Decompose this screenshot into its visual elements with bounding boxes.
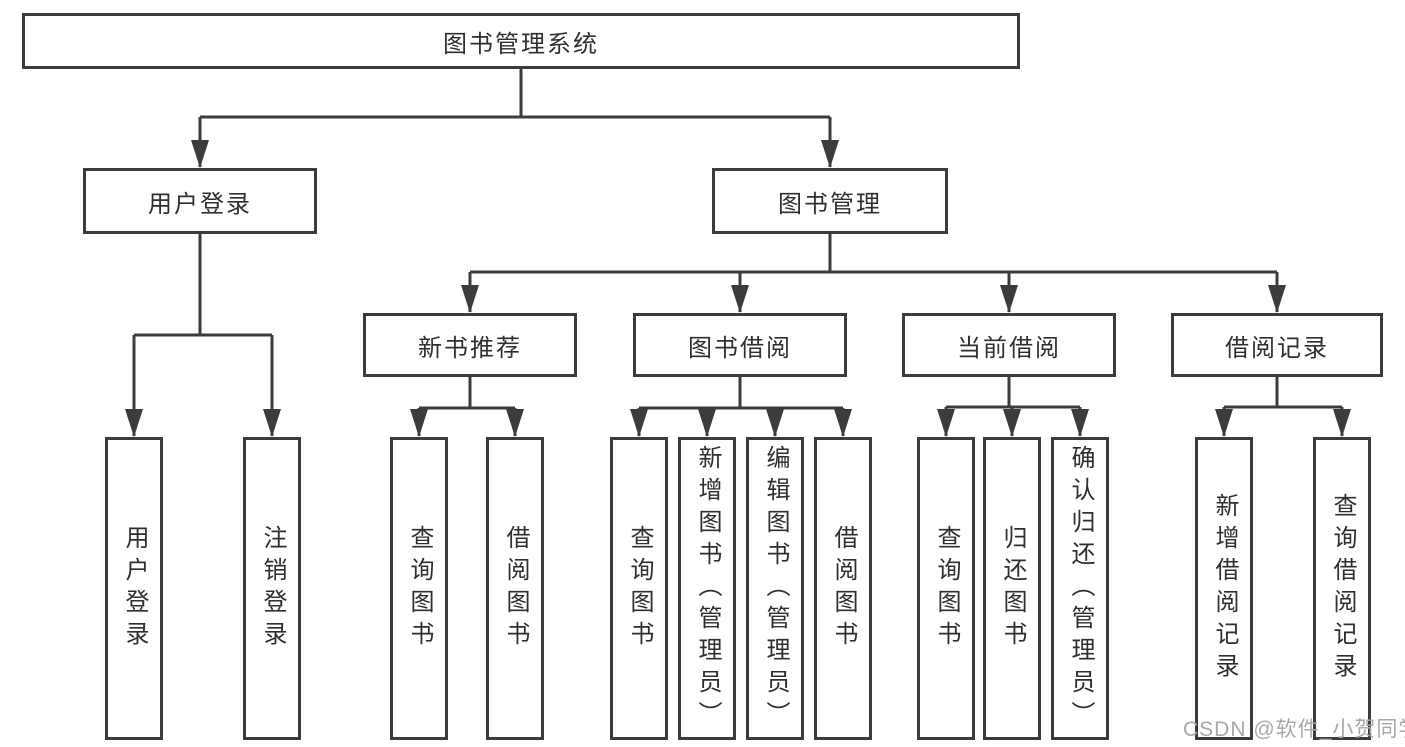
node-label: 查询图书 [933, 524, 960, 653]
node-label: 查询图书 [406, 524, 433, 653]
node-label: 借阅记录 [1225, 334, 1329, 362]
node-label: 新书推荐 [418, 334, 522, 362]
node-label: 查询图书 [626, 524, 653, 653]
node-label: 查询借阅记录 [1329, 492, 1356, 685]
node-label: 用户登录 [148, 190, 252, 218]
leaf-recommend-borrow-books: 借阅图书 [486, 437, 544, 740]
leaf-edit-books-admin: 编辑图书（管理员） [746, 437, 804, 740]
node-new-book-recommendation: 新书推荐 [363, 313, 577, 377]
leaf-add-books-admin: 新增图书（管理员） [678, 437, 736, 740]
node-label: 确认归还（管理员） [1067, 444, 1094, 733]
leaf-user-login: 用户登录 [105, 437, 163, 740]
node-book-borrowing: 图书借阅 [633, 313, 847, 377]
node-label: 图书借阅 [688, 334, 792, 362]
node-label: 借阅图书 [830, 524, 857, 653]
node-library-management-system: 图书管理系统 [22, 13, 1020, 69]
csdn-watermark: CSDN @软件_小贺同学 [1183, 718, 1405, 741]
leaf-recommend-query-books: 查询图书 [390, 437, 448, 740]
leaf-confirm-return-admin: 确认归还（管理员） [1051, 437, 1109, 740]
leaf-borrowing-query-books: 查询图书 [610, 437, 668, 740]
leaf-add-borrow-record: 新增借阅记录 [1195, 437, 1253, 740]
node-current-borrowing: 当前借阅 [902, 313, 1116, 377]
node-label: 图书管理系统 [443, 30, 599, 58]
node-label: 用户登录 [121, 524, 148, 653]
node-label: 注销登录 [259, 524, 286, 653]
node-label: 当前借阅 [957, 334, 1061, 362]
node-label: 新增图书（管理员） [694, 444, 721, 733]
leaf-query-borrow-record: 查询借阅记录 [1313, 437, 1371, 740]
node-user-login-branch: 用户登录 [83, 168, 317, 234]
node-borrowing-records: 借阅记录 [1171, 313, 1383, 377]
node-book-management-branch: 图书管理 [712, 168, 948, 234]
node-label: 新增借阅记录 [1211, 492, 1238, 685]
leaf-logout: 注销登录 [243, 437, 301, 740]
node-label: 归还图书 [999, 524, 1026, 653]
leaf-return-books: 归还图书 [983, 437, 1041, 740]
node-label: 借阅图书 [502, 524, 529, 653]
leaf-borrowing-borrow-books: 借阅图书 [814, 437, 872, 740]
node-label: 编辑图书（管理员） [762, 444, 789, 733]
leaf-current-query-books: 查询图书 [917, 437, 975, 740]
node-label: 图书管理 [778, 190, 882, 218]
